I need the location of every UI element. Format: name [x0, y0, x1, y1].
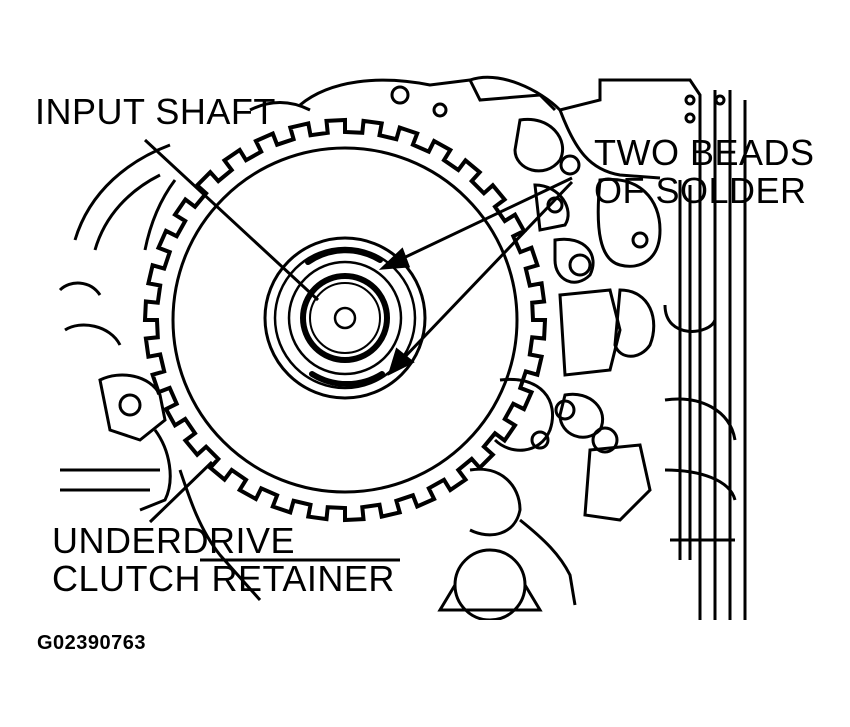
figure-id: G02390763 [37, 632, 147, 654]
solder-label-line1: TWO BEADS [594, 132, 815, 173]
retainer-label-line2: CLUTCH RETAINER [52, 558, 395, 599]
clutch-retainer [142, 117, 548, 523]
valve-body-housing [58, 75, 747, 620]
solder-bead-top [305, 247, 383, 265]
leader-lines [143, 138, 574, 524]
solder-beads [305, 247, 385, 387]
retainer-label-line1: UNDERDRIVE [52, 520, 296, 561]
solder-label-line2: OF SOLDER [594, 170, 807, 211]
solder-bead-bottom [309, 371, 385, 387]
input-shaft-label: INPUT SHAFT [35, 91, 276, 132]
input-shaft [263, 236, 427, 400]
